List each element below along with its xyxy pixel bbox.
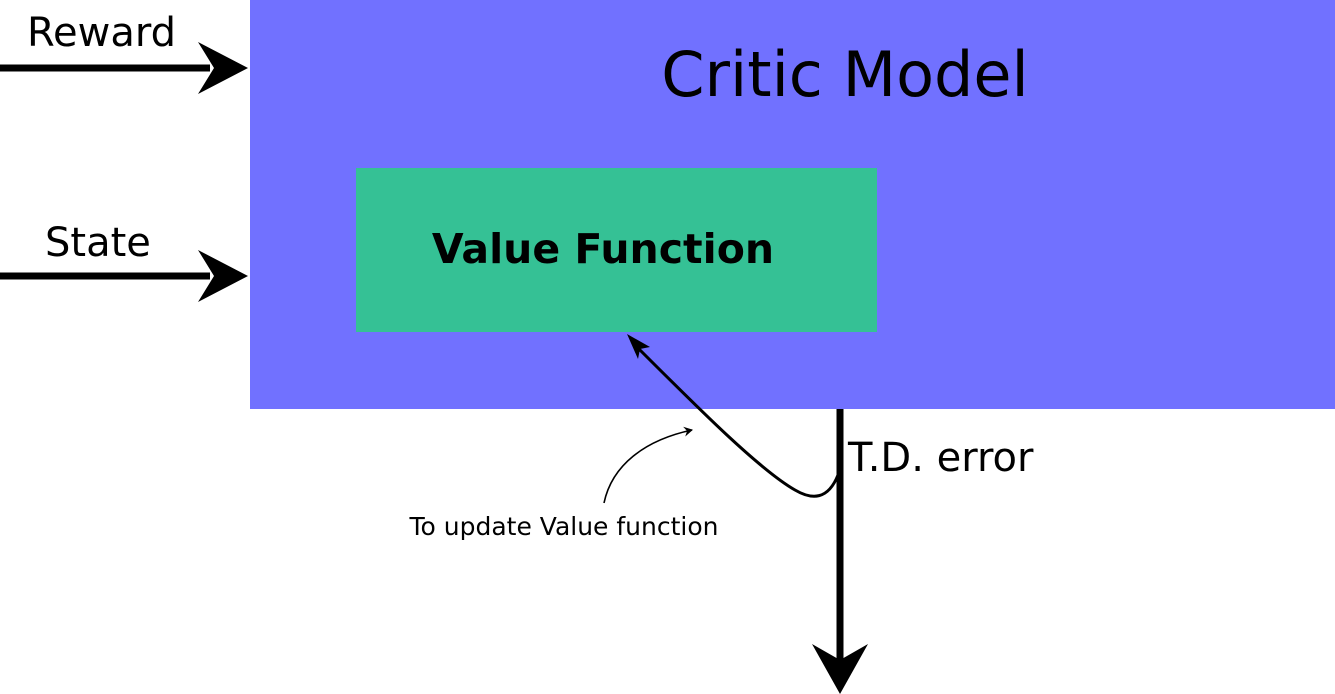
critic-model-title: Critic Model bbox=[661, 38, 1029, 111]
feedback-annotation: To update Value function bbox=[408, 512, 718, 541]
reward-label: Reward bbox=[27, 10, 176, 56]
reward-input-arrow bbox=[0, 42, 248, 94]
feedback-arrowhead bbox=[627, 334, 650, 359]
annotation-pointer bbox=[603, 426, 693, 504]
state-label: State bbox=[45, 220, 151, 266]
value-function-box bbox=[356, 168, 877, 332]
feedback-curve bbox=[634, 344, 840, 498]
value-function-label: Value Function bbox=[432, 225, 774, 273]
td-error-label: T.D. error bbox=[847, 435, 1034, 481]
td-error-output-arrow bbox=[812, 409, 868, 694]
state-input-arrow bbox=[0, 250, 248, 302]
